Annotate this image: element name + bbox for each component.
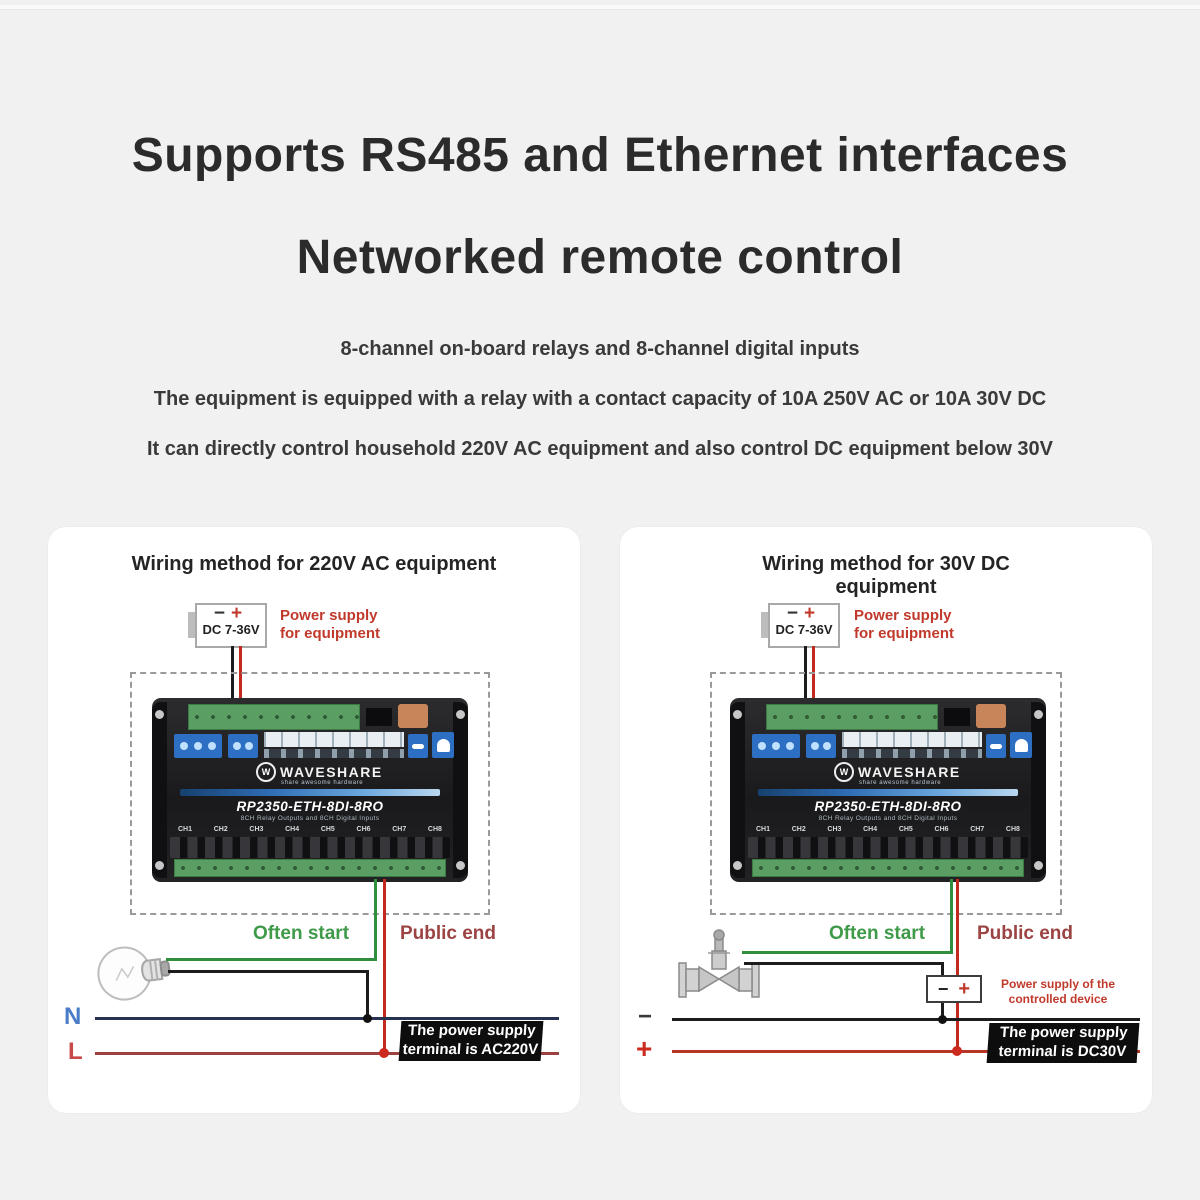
panel-ac-title: Wiring method for 220V AC equipment xyxy=(131,553,497,575)
bottom-terminal-green xyxy=(752,859,1024,877)
relay-module-image: W WAVESHARE share awesome hardware RP235… xyxy=(152,698,468,882)
terminal-note: The power supply terminal is AC220V xyxy=(398,1021,544,1061)
model-number: RP2350-ETH-8DI-8RO xyxy=(814,799,962,814)
light-bulb-icon xyxy=(90,931,200,1006)
psu-box: −+ DC 7-36V xyxy=(768,603,840,648)
green-wire-horizontal xyxy=(166,958,376,961)
usb-port xyxy=(986,734,1006,758)
digital-input-labels xyxy=(842,749,982,758)
digital-input-labels xyxy=(264,749,404,758)
red-wire-vertical xyxy=(383,879,386,1055)
psu-minus: − xyxy=(213,603,231,624)
brand-name: WAVESHARE xyxy=(280,764,383,780)
line-n-label: N xyxy=(64,1003,82,1030)
load-psu-box: − + xyxy=(926,975,982,1003)
relay-module-image: W WAVESHARE share awesome hardware RP235… xyxy=(730,698,1046,882)
waveshare-logo-icon: W xyxy=(834,762,854,782)
line-minus xyxy=(672,1018,1140,1021)
line-l xyxy=(95,1052,559,1055)
subtitle-1: 8-channel on-board relays and 8-channel … xyxy=(340,338,860,360)
psu-connector-tab xyxy=(188,612,196,638)
top-terminal-green xyxy=(188,704,360,730)
black-wire-vertical xyxy=(366,970,369,1020)
rs485-terminal xyxy=(174,734,222,758)
device-dashed-outline xyxy=(710,672,1062,915)
wave-stripe xyxy=(758,789,1018,796)
brand-tagline: share awesome hardware xyxy=(281,780,364,786)
public-end-label: Public end xyxy=(399,923,497,944)
power-terminal xyxy=(806,734,836,758)
bottom-terminal-green xyxy=(174,859,446,877)
model-number: RP2350-ETH-8DI-8RO xyxy=(236,799,384,814)
often-start-label: Often start xyxy=(252,923,350,944)
junction-dot-black xyxy=(363,1014,372,1023)
brand-name: WAVESHARE xyxy=(858,764,961,780)
solenoid-valve-icon xyxy=(675,925,770,1005)
orange-component xyxy=(976,704,1006,728)
psu-connector-tab xyxy=(761,612,769,638)
line-n xyxy=(95,1017,559,1020)
psu-plus: + xyxy=(804,603,822,624)
psu-label: Power supply for equipment xyxy=(854,607,954,643)
brand-tagline: share awesome hardware xyxy=(859,780,942,786)
device-dashed-outline xyxy=(130,672,490,915)
green-wire-vertical xyxy=(950,879,953,954)
panel-dc-card: Wiring method for 30V DC equipment −+ DC… xyxy=(620,527,1152,1113)
subtitle-3: It can directly control household 220V A… xyxy=(146,438,1054,460)
power-terminal xyxy=(228,734,258,758)
panel-ac-card: Wiring method for 220V AC equipment −+ D… xyxy=(48,527,580,1113)
terminal-note: The power supply terminal is DC30V xyxy=(986,1023,1140,1063)
buzzer xyxy=(432,732,454,758)
black-wire-horizontal xyxy=(744,962,944,965)
psu-plus: + xyxy=(231,603,249,624)
headline-1: Supports RS485 and Ethernet interfaces xyxy=(131,129,1069,182)
model-subtitle: 8CH Relay Outputs and 8CH Digital Inputs xyxy=(818,815,958,822)
red-wire-vertical xyxy=(956,879,959,1052)
buzzer xyxy=(1010,732,1032,758)
eth-port xyxy=(366,708,392,726)
eth-port xyxy=(944,708,970,726)
headline-2: Networked remote control xyxy=(296,231,904,284)
digital-input-strip xyxy=(842,732,982,747)
psu-label: Power supply for equipment xyxy=(280,607,380,643)
psu-box: −+ DC 7-36V xyxy=(195,603,267,648)
orange-component xyxy=(398,704,428,728)
psu-minus: − xyxy=(786,603,804,624)
green-wire-vertical xyxy=(374,879,377,961)
usb-port xyxy=(408,734,428,758)
line-minus-label: − xyxy=(638,1003,653,1030)
public-end-label: Public end xyxy=(976,923,1074,944)
top-terminal-green xyxy=(766,704,938,730)
psu-voltage: DC 7-36V xyxy=(202,622,260,637)
rs485-terminal xyxy=(752,734,800,758)
junction-dot-red xyxy=(379,1048,389,1058)
top-divider xyxy=(0,5,1200,10)
psu-voltage: DC 7-36V xyxy=(775,622,833,637)
panel-dc-title: Wiring method for 30V DC equipment xyxy=(762,553,1010,598)
waveshare-logo-icon: W xyxy=(256,762,276,782)
relay-terminal-row xyxy=(748,837,1028,858)
line-plus xyxy=(672,1050,1140,1053)
wave-stripe xyxy=(180,789,440,796)
digital-input-strip xyxy=(264,732,404,747)
model-subtitle: 8CH Relay Outputs and 8CH Digital Inputs xyxy=(240,815,380,822)
relay-terminal-row xyxy=(170,837,450,858)
junction-dot-black xyxy=(938,1015,947,1024)
black-wire-horizontal xyxy=(168,970,368,973)
line-l-label: L xyxy=(68,1038,83,1065)
subtitle-2: The equipment is equipped with a relay w… xyxy=(153,388,1047,410)
often-start-label: Often start xyxy=(828,923,926,944)
line-plus-label: + xyxy=(636,1033,653,1064)
junction-dot-red xyxy=(952,1046,962,1056)
load-psu-label: Power supply of the controlled device xyxy=(1000,977,1115,1006)
green-wire-horizontal xyxy=(742,951,952,954)
